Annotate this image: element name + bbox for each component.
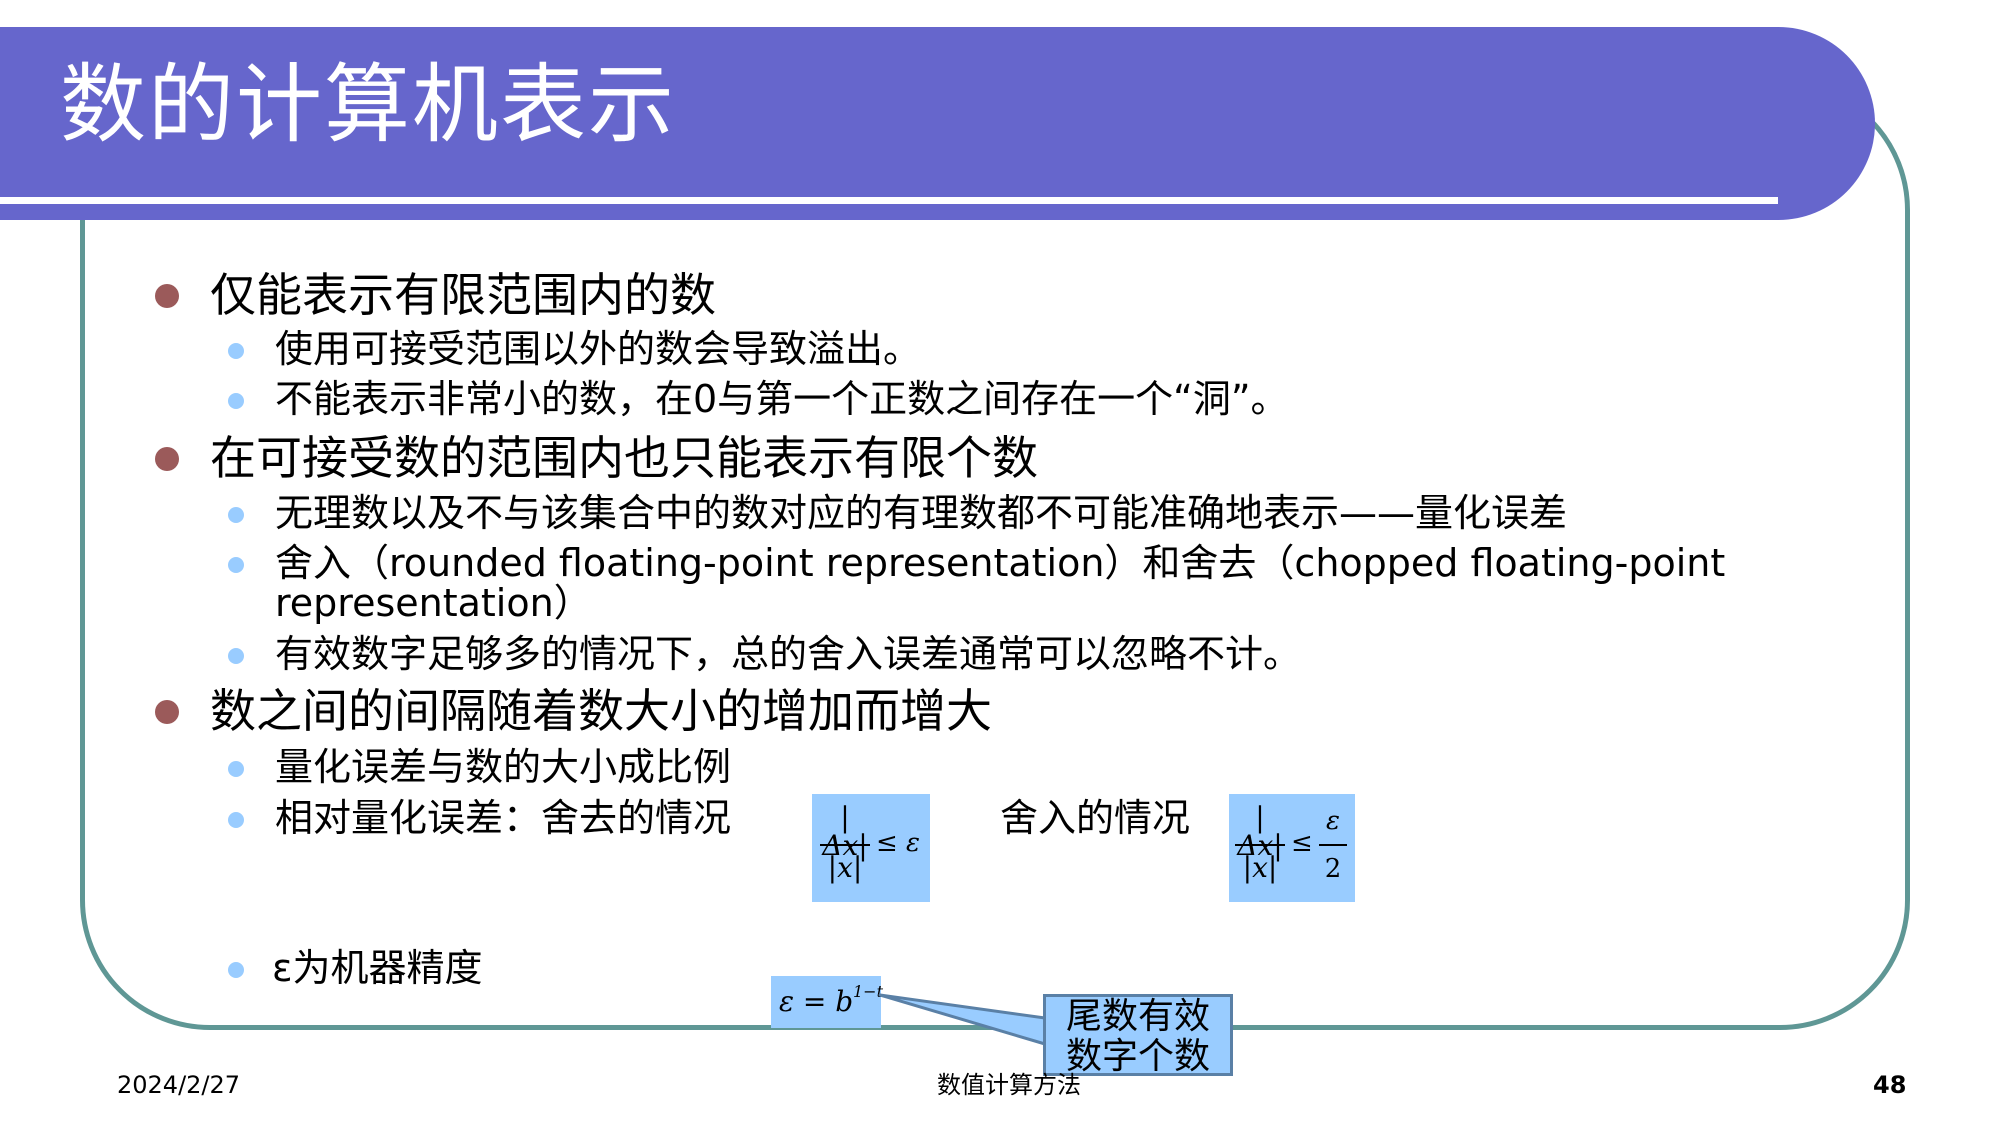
footer-date: 2024/2/27 — [117, 1071, 241, 1099]
formula-rhs-numerator: ε — [1326, 806, 1340, 836]
sub-bullet-3-2: 相对量化误差：舍去的情况 — [275, 796, 732, 840]
formula-rhs-denominator: 2 — [1324, 854, 1342, 884]
callout-line-2: 数字个数 — [1065, 1036, 1210, 1077]
formula-leq: ≤ — [1291, 828, 1313, 858]
callout-box: 尾数有效 数字个数 — [1043, 994, 1233, 1077]
sub-bullet-2-2: 舍入（rounded floating-point representation… — [275, 541, 1726, 585]
sub-bullet-dot-icon — [228, 648, 244, 664]
formula-rhs: ≤ ε — [876, 828, 921, 858]
sub-bullet-dot-icon — [228, 812, 244, 828]
formula-denominator: |x| — [1242, 851, 1278, 884]
bullet-dot-icon — [155, 447, 179, 471]
formula-chopped: |Δx| |x| ≤ ε — [812, 794, 930, 902]
bullet-1: 仅能表示有限范围内的数 — [210, 268, 716, 322]
formula-denominator: |x| — [827, 851, 863, 884]
bullet-dot-icon — [155, 284, 179, 308]
sub-bullet-3-1: 量化误差与数的大小成比例 — [275, 745, 732, 789]
bullet-3: 数之间的间隔随着数大小的增加而增大 — [210, 684, 992, 738]
sub-bullet-dot-icon — [228, 507, 244, 523]
formula-epsilon: ε = b 1−t — [771, 976, 884, 1028]
rounded-case-label: 舍入的情况 — [1000, 796, 1191, 840]
footer-course: 数值计算方法 — [937, 1071, 1081, 1099]
sub-bullet-dot-icon — [228, 343, 244, 359]
sub-bullet-1-2: 不能表示非常小的数，在0与第一个正数之间存在一个“洞”。 — [275, 377, 1289, 421]
sub-bullet-dot-icon — [228, 557, 244, 573]
fraction-bar — [820, 844, 870, 846]
formula-epsilon-exponent: 1−t — [853, 982, 884, 1001]
sub-bullet-3-3: ε为机器精度 — [272, 946, 483, 990]
footer-page-number: 48 — [1873, 1071, 1907, 1099]
callout-line-1: 尾数有效 — [1065, 996, 1210, 1037]
bullet-2: 在可接受数的范围内也只能表示有限个数 — [210, 431, 1038, 485]
sub-bullet-dot-icon — [228, 393, 244, 409]
sub-bullet-1-1: 使用可接受范围以外的数会导致溢出。 — [275, 327, 922, 371]
formula-epsilon-base: ε = b — [779, 985, 854, 1018]
formula-rounded: |Δx| |x| ≤ ε 2 — [1229, 794, 1355, 902]
bullet-dot-icon — [155, 700, 179, 724]
sub-bullet-dot-icon — [228, 761, 244, 777]
sub-bullet-2-3: 有效数字足够多的情况下，总的舍入误差通常可以忽略不计。 — [275, 632, 1302, 676]
slide-title: 数的计算机表示 — [60, 55, 676, 155]
fraction-bar — [1319, 844, 1347, 846]
title-rule — [0, 197, 1778, 204]
sub-bullet-2-1: 无理数以及不与该集合中的数对应的有理数都不可能准确地表示——量化误差 — [275, 491, 1568, 535]
sub-bullet-2-2-cont: representation） — [275, 581, 592, 625]
title-band — [0, 27, 1875, 220]
fraction-bar — [1235, 844, 1285, 846]
sub-bullet-dot-icon — [228, 962, 244, 978]
